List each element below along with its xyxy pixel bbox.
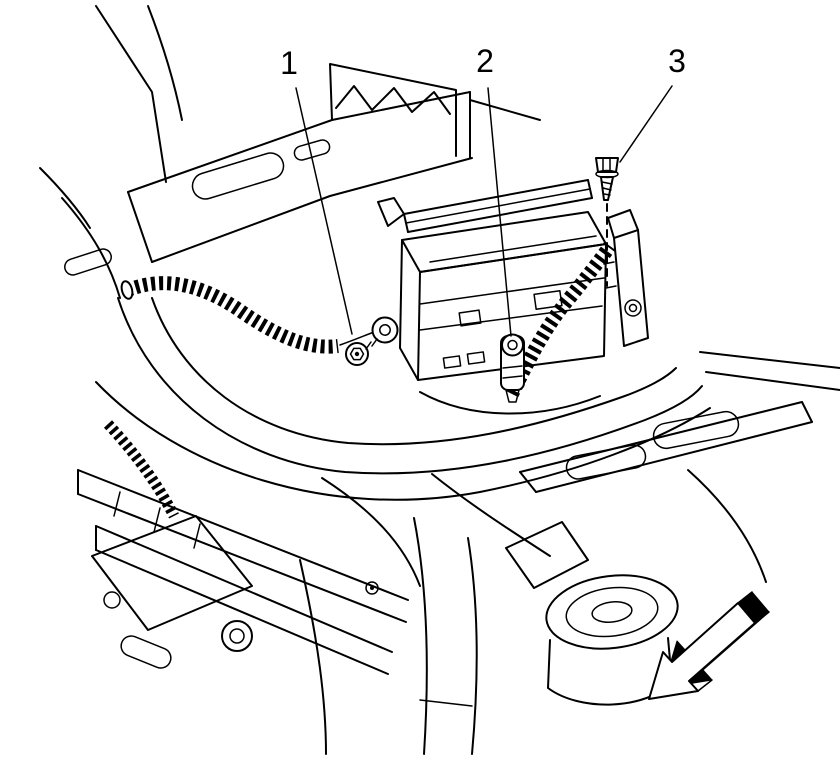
lower-frame [77, 420, 767, 755]
module-bracket [377, 179, 593, 233]
callout-label-2: 2 [476, 43, 494, 79]
bolt-3 [595, 157, 619, 287]
module [399, 211, 607, 381]
callout-label-1: 1 [280, 45, 298, 81]
connector-1 [345, 316, 399, 366]
leader-lines [295, 85, 673, 337]
wiring-harness-right [505, 241, 616, 398]
connector-2 [500, 333, 525, 403]
direction-arrow-icon [648, 591, 770, 700]
floor-pan [95, 297, 813, 501]
callout-label-3: 3 [668, 43, 686, 79]
body-panels [39, 5, 840, 391]
mounting-strap [603, 209, 649, 347]
